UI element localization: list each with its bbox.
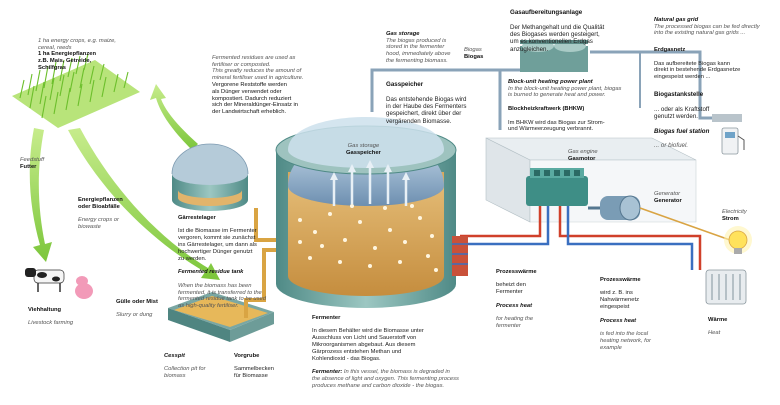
cow-icon — [25, 268, 65, 292]
feedstuff-arrow — [29, 128, 52, 262]
heat-exchanger-coil — [452, 236, 468, 276]
feedstuff-label: Feedstuff Futter — [20, 156, 45, 170]
residue-tank-label: Gärrestelager Ist die Biomasse im Fermen… — [178, 214, 266, 310]
pig-icon — [75, 276, 93, 299]
process-heat-pipes — [460, 206, 702, 270]
residue-storage-tank — [171, 143, 249, 211]
process-heat-1-label: Prozesswärme beheizt den Fermenter Proce… — [496, 268, 537, 330]
gasspeicher-label: Gasspeicher Das entstehende Biogas wird … — [386, 81, 467, 125]
feed-pipe — [244, 248, 290, 318]
heat-label: Wärme Heat — [708, 316, 728, 337]
biogas-pipe-label: Biogas Biogas — [464, 46, 484, 60]
electricity-label: Electricity Strom — [722, 208, 747, 222]
dome-gas-storage-label: Gas storage Gasspeicher — [346, 142, 381, 156]
fermenter-label: Fermenter In diesem Behälter wird die Bi… — [312, 314, 459, 389]
fermenter-tank — [275, 117, 457, 308]
gas-engine — [526, 168, 588, 206]
natural-gas-grid-label: Natural gas grid The processed biogas ca… — [654, 16, 760, 81]
process-heat-2-label: Prozesswärme wird z. B. ins Nahwärmenetz… — [600, 276, 651, 351]
chp-label: Block-unit heating power plant In the bl… — [508, 78, 622, 133]
generator-label: Generator Generator — [654, 190, 682, 204]
fertiliser-return-arrow — [150, 84, 198, 150]
energy-crops-label: Energiepflanzen oder Bioabfälle Energy c… — [78, 196, 123, 230]
fuel-station-label: Biogastankstelle ... oder als Kraftstoff… — [654, 91, 710, 150]
gas-treatment-plant — [520, 40, 588, 72]
gas-engine-label: Gas engine Gasmotor — [568, 148, 598, 162]
crop-field — [12, 53, 140, 128]
gas-storage-label: Gas storage The biogas produced is store… — [386, 30, 451, 64]
energy-crop-arrow — [68, 128, 220, 280]
gas-treatment-label: Gasaufbereitungsanlage Der Methangehalt … — [510, 9, 605, 53]
manure-label: Gülle oder Mist Slurry or dung — [116, 298, 158, 319]
generator-unit — [588, 195, 641, 221]
gas-to-grid-pipe — [590, 50, 712, 120]
vorgrube-label: Vorgrube Sammelbecken für Biomasse — [234, 352, 274, 380]
livestock-label: Viehhaltung Livestock farming — [28, 306, 74, 327]
residue-pipe — [254, 208, 276, 242]
radiator-icon — [705, 269, 747, 305]
fuel-pump-icon — [721, 127, 745, 155]
cesspit-label: Cesspit Collection pit for biomass — [164, 352, 206, 380]
residues-label: Fermented residues are used as fertilise… — [212, 54, 304, 116]
crops-label: 1 ha energy crops, e.g. maize, cereal, r… — [38, 37, 116, 71]
cesspit-tank — [168, 292, 274, 342]
light-bulb-icon — [724, 226, 752, 254]
electricity-line — [639, 207, 731, 241]
gas-grid-pipe-icon — [712, 114, 742, 122]
